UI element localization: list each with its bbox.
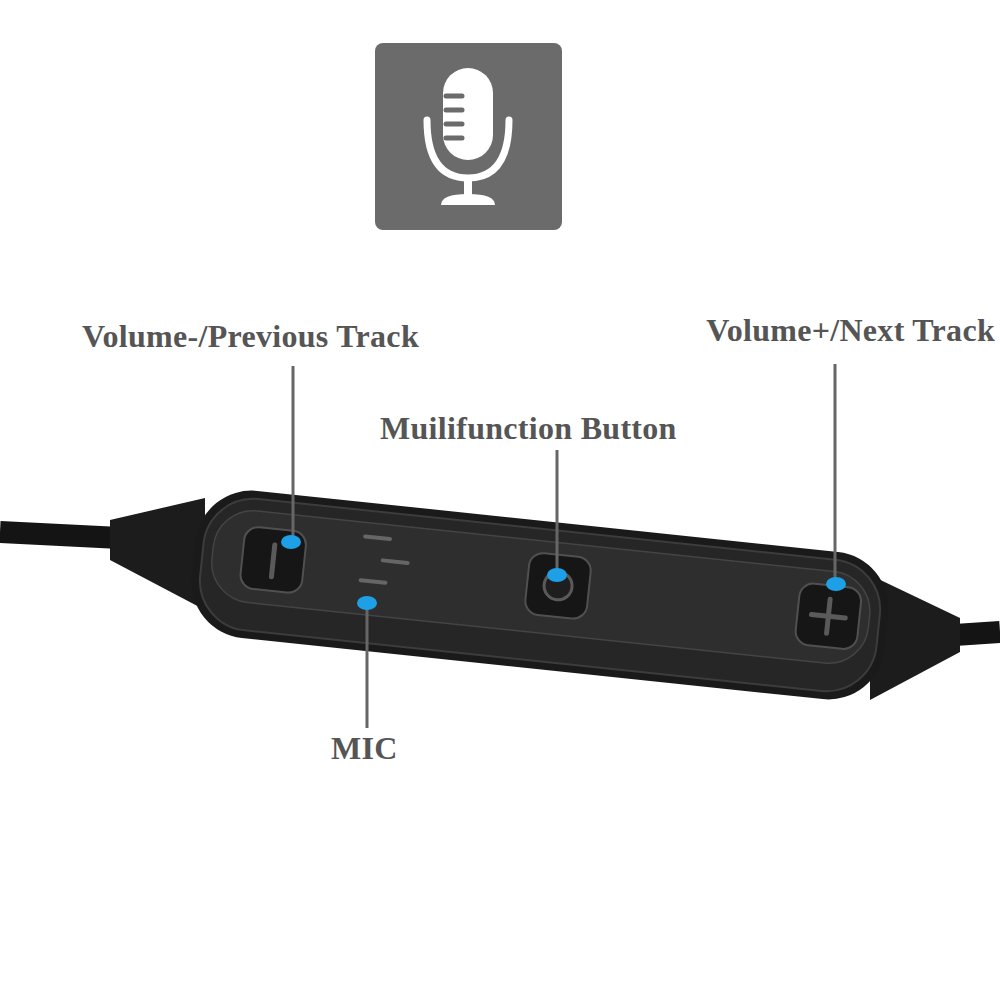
leader-lines	[293, 364, 835, 728]
part-label: MIC	[331, 730, 398, 766]
button-label: Volume+/Next Track	[706, 312, 995, 348]
callout-dots	[281, 535, 846, 610]
button-label: Volume-/Previous Track	[82, 318, 419, 354]
button-label: Muilifunction Button	[380, 410, 677, 446]
mic-icon	[375, 43, 562, 230]
